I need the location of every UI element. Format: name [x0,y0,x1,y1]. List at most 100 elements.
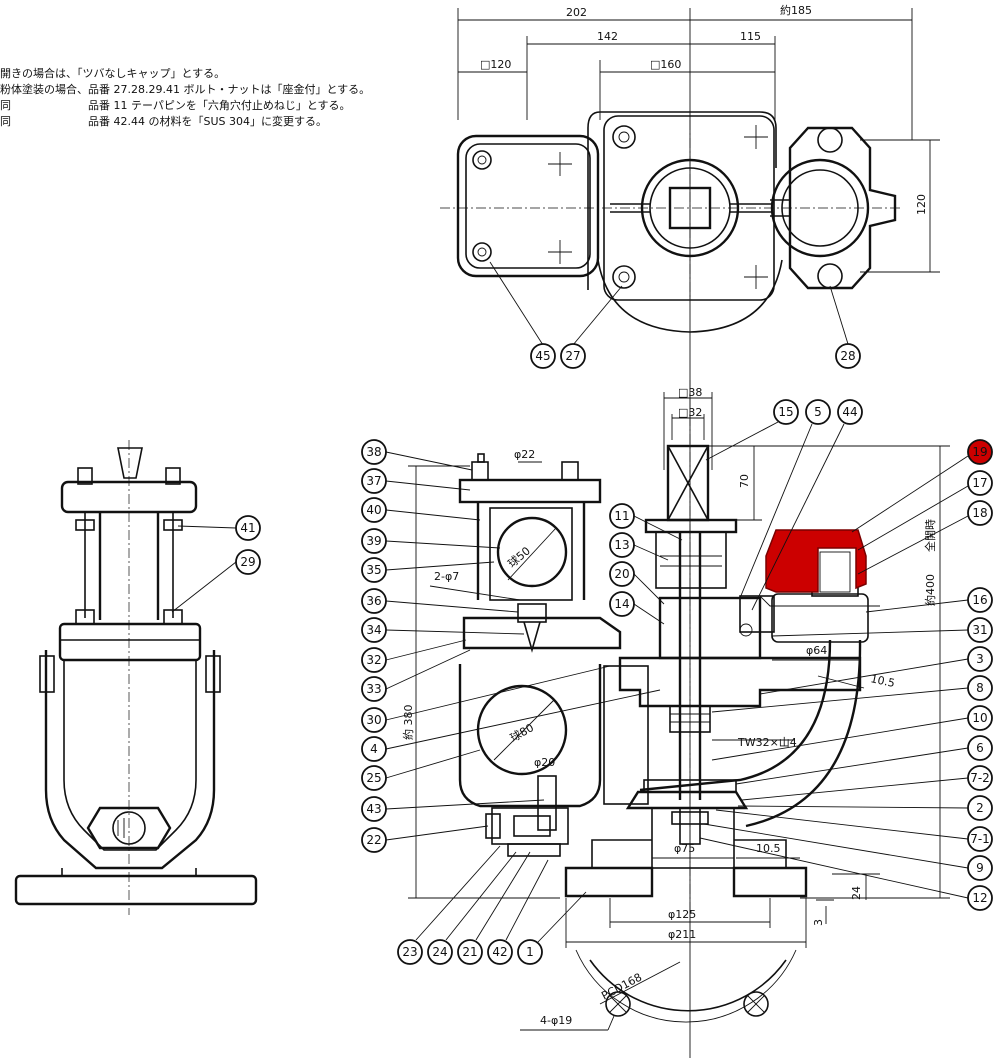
callout-label: 18 [972,506,987,520]
callout: 23 [397,845,501,965]
callout-label: 22 [366,833,381,847]
callout-label: 33 [366,682,381,696]
callout-label: 32 [366,653,381,667]
section-callouts-bottom: 23 24 21 42 1 [397,845,587,965]
dim-v120: 120 [915,194,928,215]
callout-label: 19 [972,445,987,459]
callout-circle [835,343,861,369]
callout: 4 [361,689,661,762]
callout: 24 [427,851,517,965]
callout-label: 42 [492,945,507,959]
callout: 34 [361,617,525,643]
dim-sq160: □160 [650,58,681,71]
callout: 21 [457,851,531,965]
callout-label: 14 [614,597,629,611]
section-callouts-top: 15 5 44 11 13 20 14 [609,399,863,625]
dim-t105a: 10.5 [869,672,896,690]
callout: 38 [361,439,473,471]
callout-highlighted: 19 [851,439,993,533]
callout: 16 [865,587,993,613]
callout: 15 [705,399,799,461]
callout: 2 [737,795,993,821]
callout-label: 15 [778,405,793,419]
callout: 31 [771,617,993,643]
callout: 39 [361,528,501,554]
callout-label: 7-2 [970,771,990,785]
callout-label: 12 [972,891,987,905]
callout: 35 [361,557,495,583]
dim-sq120: □120 [480,58,511,71]
note-line: 同 品番 42.44 の材料を「SUS 304」に変更する。 [0,115,327,128]
dim-thread: TW32×山4 [737,736,797,749]
callout: 12 [699,837,993,911]
dim-70: 70 [738,474,751,488]
callout: 9 [703,823,993,881]
callout-label: 16 [972,593,987,607]
section-callouts-right: 19 17 18 16 31 3 8 10 6 7-2 2 7-1 9 12 [699,439,993,911]
callout-label: 2 [976,801,984,815]
callout-label: 13 [614,538,629,552]
callout-label: 29 [240,555,255,569]
dim-phi211: φ211 [668,928,696,941]
callout-label: 38 [366,445,381,459]
callout: 37 [361,468,471,494]
callout-label: 44 [842,405,857,419]
section-view: 約 380 約400 全開時 □38 □32 70 φ64 [401,380,950,1031]
callout-label: 40 [366,503,381,517]
dim-sq38: □38 [678,386,702,399]
callout: 7-1 [715,809,993,852]
callout-label: 1 [526,945,534,959]
side-view [14,440,258,915]
callout: 32 [361,639,467,673]
callout: 8 [711,675,993,713]
note-line: 開きの場合は、「ツバなしキャップ」とする。 [0,67,226,80]
callout-label: 11 [614,509,629,523]
callout-label: 31 [972,623,987,637]
callout-label: 21 [462,945,477,959]
dim-185: 約185 [780,3,812,17]
callout-label: 20 [614,567,629,581]
callout: 36 [361,588,519,614]
callout-label: 43 [366,802,381,816]
dim-hole2: 2-φ7 [434,570,459,583]
callout-label: 8 [976,681,984,695]
callout: 10 [711,705,993,761]
dim-h400: 約400 [923,574,937,606]
section-callouts-left: 38 37 40 39 35 36 34 32 33 30 4 25 43 22 [361,439,661,853]
callout: 6 [735,735,993,785]
callout: 18 [857,500,993,575]
callout-label: 7-1 [970,832,990,846]
callout: 33 [361,649,471,702]
callout-label: 17 [972,476,987,490]
dim-pcd: PCD168 [599,971,644,1003]
callout: 1 [517,891,587,965]
callout: 40 [361,497,481,523]
callout-label: 6 [976,741,984,755]
callout: 44 [751,399,863,611]
dim-h24: 24 [850,886,863,900]
dim-142: 142 [597,30,618,43]
callout: 42 [487,859,549,965]
callout-label: 10 [972,711,987,725]
callout: 14 [609,591,665,625]
callout-label: 36 [366,594,381,608]
callout-label: 5 [814,405,822,419]
callout: 3 [759,646,993,695]
callout-circle [530,343,556,369]
callout: 20 [609,561,665,605]
dim-202: 202 [566,6,587,19]
dim-full-open: 全開時 [923,519,937,552]
dim-phi20: φ20 [534,756,555,769]
dim-phi64: φ64 [806,644,827,657]
callout-label: 28 [840,349,855,363]
dim-phi22: φ22 [514,448,535,461]
callout: 25 [361,749,481,791]
top-view-callouts: 45 27 28 [530,343,861,369]
note-line: 粉体塗装の場合、品番 27.28.29.41 ボルト・ナットは「座金付」とする。 [0,83,371,96]
callout-label: 25 [366,771,381,785]
callout: 22 [361,825,489,853]
callout-label: 27 [565,349,580,363]
callout: 11 [609,503,683,541]
callout: 5 [739,399,831,599]
